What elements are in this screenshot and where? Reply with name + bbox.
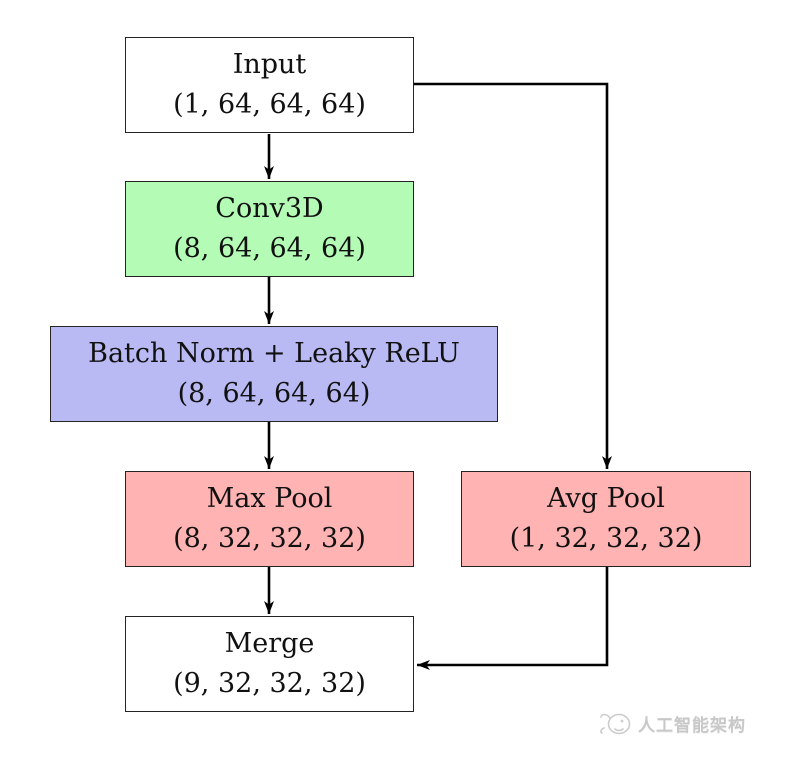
- node-label: Max Pool: [206, 483, 333, 514]
- node-shape: (9, 32, 32, 32): [173, 668, 366, 699]
- node-shape: (1, 32, 32, 32): [509, 523, 703, 554]
- node-label: Input: [232, 49, 307, 80]
- node-label: Batch Norm + Leaky ReLU: [88, 338, 460, 369]
- node-conv3d: Conv3D (8, 64, 64, 64): [125, 181, 414, 277]
- node-input: Input (1, 64, 64, 64): [125, 37, 414, 133]
- node-merge: Merge (9, 32, 32, 32): [125, 616, 414, 712]
- watermark-text: 人工智能架构: [638, 715, 746, 736]
- node-label: Conv3D: [215, 193, 324, 224]
- watermark: 人工智能架构: [598, 708, 746, 738]
- node-maxpool: Max Pool (8, 32, 32, 32): [125, 471, 414, 567]
- node-batchnorm-leakyrelu: Batch Norm + Leaky ReLU (8, 64, 64, 64): [50, 326, 498, 422]
- panda-mascot-logo-icon: [600, 713, 631, 735]
- node-avgpool: Avg Pool (1, 32, 32, 32): [461, 471, 751, 567]
- node-shape: (8, 32, 32, 32): [173, 523, 366, 554]
- node-shape: (8, 64, 64, 64): [173, 233, 366, 264]
- edge-avgpool-to-merge: [417, 567, 609, 670]
- node-label: Avg Pool: [547, 483, 665, 514]
- node-shape: (1, 64, 64, 64): [173, 89, 366, 120]
- node-label: Merge: [224, 628, 315, 659]
- node-shape: (8, 64, 64, 64): [177, 378, 371, 409]
